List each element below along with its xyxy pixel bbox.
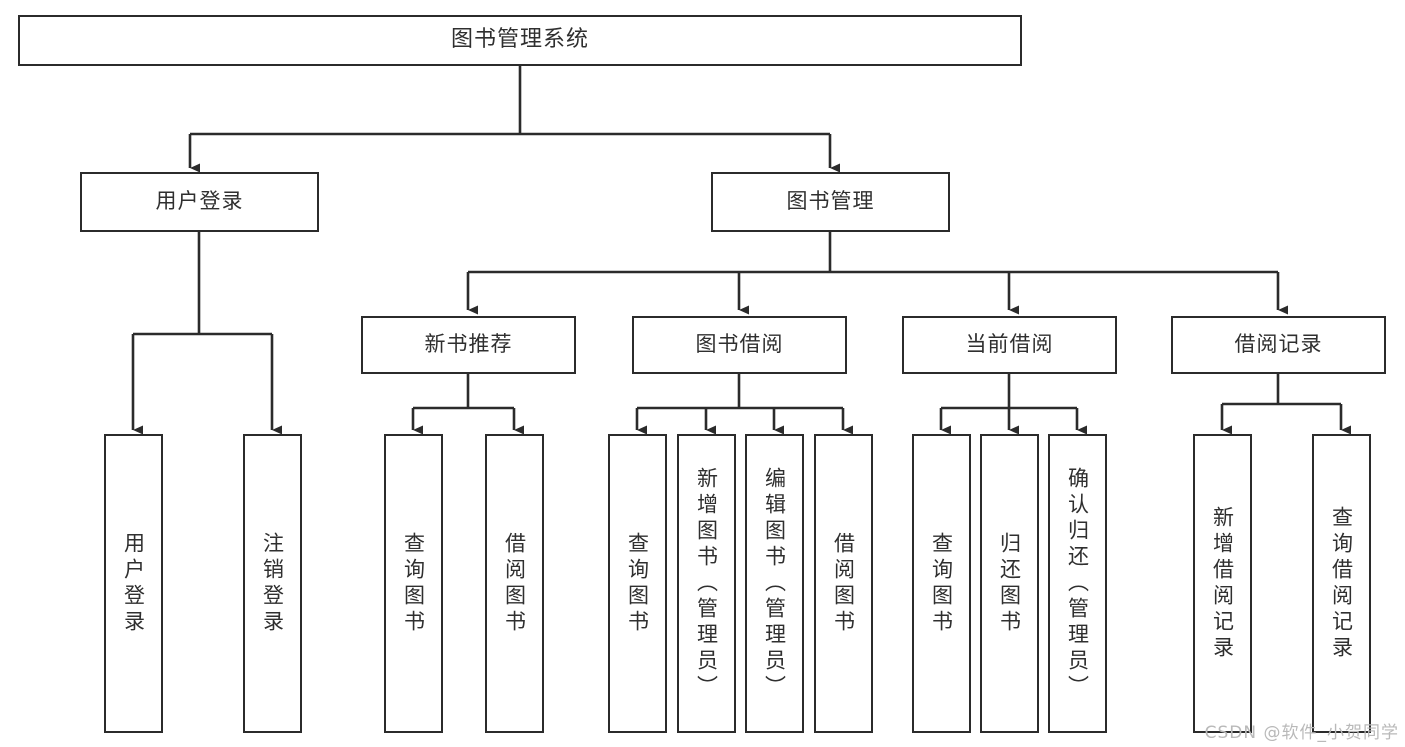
node-user-login[interactable]: 用户登录 [80, 172, 319, 232]
leaf-query-book-recommend[interactable]: 查询图书 [384, 434, 443, 733]
leaf-logout[interactable]: 注销登录 [243, 434, 302, 733]
node-label: 编辑图书（管理员） [762, 466, 787, 701]
node-label: 用户登录 [155, 189, 244, 214]
leaf-query-borrow-record[interactable]: 查询借阅记录 [1312, 434, 1371, 733]
leaf-add-borrow-record[interactable]: 新增借阅记录 [1193, 434, 1252, 733]
node-label: 确认归还（管理员） [1065, 466, 1090, 701]
watermark-text: CSDN @软件_小贺同学 [1204, 723, 1399, 743]
node-label: 查询图书 [625, 531, 650, 636]
leaf-user-login[interactable]: 用户登录 [104, 434, 163, 733]
node-root-system[interactable]: 图书管理系统 [18, 15, 1022, 66]
node-label: 查询借阅记录 [1329, 505, 1354, 662]
leaf-add-book-admin[interactable]: 新增图书（管理员） [677, 434, 736, 733]
node-label: 借阅图书 [831, 531, 856, 636]
leaf-borrow-book[interactable]: 借阅图书 [814, 434, 873, 733]
node-label: 图书借阅 [695, 332, 784, 357]
leaf-edit-book-admin[interactable]: 编辑图书（管理员） [745, 434, 804, 733]
leaf-query-book-current[interactable]: 查询图书 [912, 434, 971, 733]
node-label: 新书推荐 [424, 332, 513, 357]
node-label: 借阅图书 [502, 531, 527, 636]
node-new-book-recommend[interactable]: 新书推荐 [361, 316, 576, 374]
node-label: 新增图书（管理员） [694, 466, 719, 701]
node-label: 借阅记录 [1234, 332, 1323, 357]
leaf-return-book[interactable]: 归还图书 [980, 434, 1039, 733]
leaf-confirm-return-admin[interactable]: 确认归还（管理员） [1048, 434, 1107, 733]
node-label: 归还图书 [997, 531, 1022, 636]
node-label: 新增借阅记录 [1210, 505, 1235, 662]
node-label: 查询图书 [401, 531, 426, 636]
node-book-management[interactable]: 图书管理 [711, 172, 950, 232]
node-label: 图书管理 [786, 189, 875, 214]
leaf-borrow-book-recommend[interactable]: 借阅图书 [485, 434, 544, 733]
node-label: 图书管理系统 [450, 27, 589, 53]
node-label: 用户登录 [121, 531, 146, 636]
node-label: 当前借阅 [965, 332, 1054, 357]
node-label: 注销登录 [260, 531, 285, 636]
node-book-borrow[interactable]: 图书借阅 [632, 316, 847, 374]
leaf-query-book-borrow[interactable]: 查询图书 [608, 434, 667, 733]
node-label: 查询图书 [929, 531, 954, 636]
node-borrow-record[interactable]: 借阅记录 [1171, 316, 1386, 374]
node-current-borrow[interactable]: 当前借阅 [902, 316, 1117, 374]
